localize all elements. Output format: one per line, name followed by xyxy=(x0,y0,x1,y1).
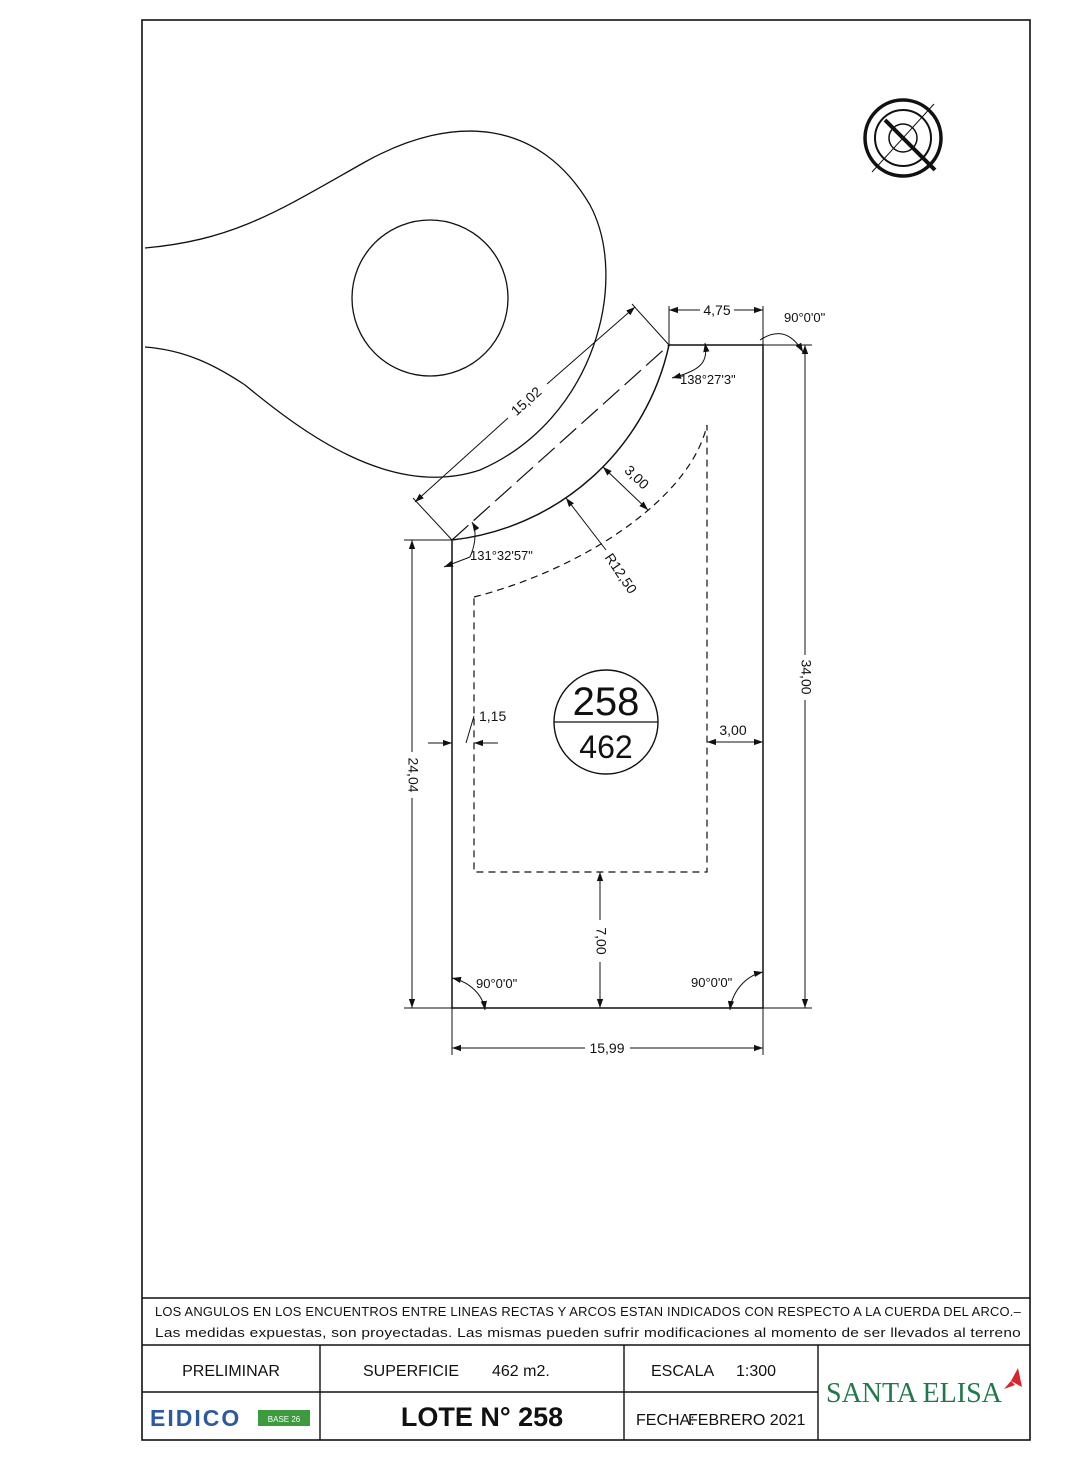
dimension-lines xyxy=(404,303,812,1055)
status-label: PRELIMINAR xyxy=(182,1363,280,1380)
note-line-2: Las medidas expuestas, son proyectadas. … xyxy=(155,1326,1021,1340)
santa-elisa-logo: SANTA ELISA xyxy=(826,1368,1022,1409)
eidico-badge: BASE 26 xyxy=(268,1415,301,1424)
scale-value: 1:300 xyxy=(736,1363,776,1380)
angle-bottom-left: 90°0'0" xyxy=(476,976,518,991)
dim-front-setback: 3,00 xyxy=(622,462,653,493)
eidico-wordmark: EIDICO xyxy=(150,1405,241,1431)
sheet-frame xyxy=(141,19,1031,1441)
lot-title: LOTE N° 258 xyxy=(401,1402,563,1432)
dim-diagonal: 15,02 xyxy=(508,383,545,418)
building-envelope xyxy=(473,424,708,873)
title-block xyxy=(142,1344,1030,1440)
cul-de-sac xyxy=(144,130,607,478)
santa-elisa-wordmark: SANTA ELISA xyxy=(826,1378,1003,1409)
roundabout-island xyxy=(351,219,509,377)
lot-boundary xyxy=(451,344,764,1009)
dim-side-setback-right: 3,00 xyxy=(719,722,746,738)
arc-chord xyxy=(451,344,670,541)
dim-left-depth: 24,04 xyxy=(405,757,421,792)
lot-number: 258 xyxy=(573,680,640,724)
dim-front: 4,75 xyxy=(703,302,730,318)
lot-label-badge: 258 462 xyxy=(553,669,659,775)
surface-label: SUPERFICIE xyxy=(363,1363,459,1380)
dim-right-depth: 34,00 xyxy=(798,659,814,694)
dim-radius: R12,50 xyxy=(602,550,641,597)
north-arrow-icon xyxy=(863,98,943,178)
lot-area: 462 xyxy=(579,729,632,765)
date-label: FECHA: xyxy=(636,1412,695,1429)
note-line-1: LOS ANGULOS EN LOS ENCUENTROS ENTRE LINE… xyxy=(155,1305,1021,1319)
angle-arc-bottom: 131°32'57" xyxy=(470,548,533,563)
star-icon xyxy=(1004,1368,1022,1389)
surface-value: 462 m2. xyxy=(492,1363,550,1380)
dim-rear-setback: 7,00 xyxy=(593,927,609,954)
scale-label: ESCALA xyxy=(651,1363,714,1380)
dim-rear: 15,99 xyxy=(589,1040,624,1056)
angle-bottom-right: 90°0'0" xyxy=(691,975,733,990)
angle-arc-top: 138°27'3" xyxy=(680,372,736,387)
date-value: FEBRERO 2021 xyxy=(688,1412,805,1429)
angle-top-right: 90°0'0" xyxy=(784,310,826,325)
eidico-logo: EIDICO BASE 26 xyxy=(150,1405,310,1431)
dim-side-setback-left: 1,15 xyxy=(479,708,506,724)
